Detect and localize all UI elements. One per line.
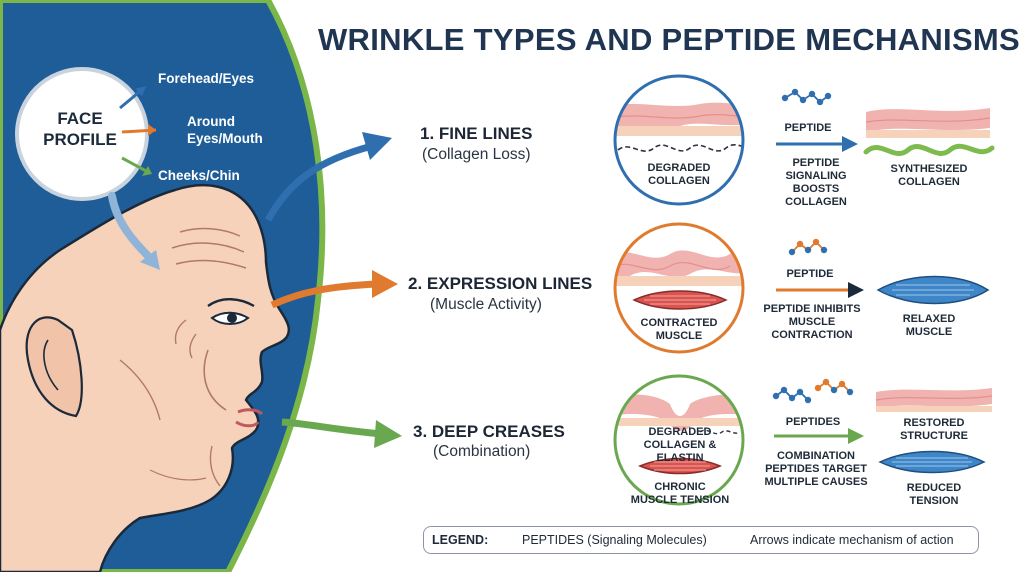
page-title: WRINKLE TYPES AND PEPTIDE MECHANISMS bbox=[318, 22, 1021, 57]
face-profile-bubble bbox=[15, 67, 149, 201]
fine-lines-agent-label: PEPTIDE bbox=[784, 122, 832, 134]
deep-creases-after-caption-bottom: REDUCED TENSION bbox=[906, 482, 962, 507]
fine-lines-pointer-arrow bbox=[264, 142, 373, 222]
fine-lines-title: 1. FINE LINES bbox=[420, 124, 533, 143]
fine-lines-cause: (Collagen Loss) bbox=[422, 146, 531, 163]
legend-peptides-text: PEPTIDES (Signaling Molecules) bbox=[522, 533, 707, 547]
region-cheeks-chin: Cheeks/Chin bbox=[158, 168, 240, 183]
expression-lines-agent-label: PEPTIDE bbox=[786, 268, 834, 280]
expression-lines-mechanism: PEPTIDE INHIBITS MUSCLE CONTRACTION bbox=[763, 303, 861, 341]
legend-arrows-text: Arrows indicate mechanism of action bbox=[750, 533, 954, 547]
relaxed-muscle-illustration bbox=[876, 275, 990, 305]
expression-lines-title: 2. EXPRESSION LINES bbox=[408, 274, 593, 293]
fine-lines-before-caption: DEGRADED COLLAGEN bbox=[647, 162, 711, 187]
peptide-molecule-icon bbox=[772, 378, 854, 404]
expression-lines-before-circle bbox=[613, 222, 745, 354]
forehead-region-arrow bbox=[119, 86, 147, 110]
expression-lines-before-caption: CONTRACTED MUSCLE bbox=[640, 317, 718, 342]
deep-creases-after-caption-top: RESTORED STRUCTURE bbox=[900, 417, 968, 442]
legend-box bbox=[423, 526, 979, 554]
deep-creases-pointer-arrow bbox=[281, 418, 383, 438]
bubble-pointer-arrow bbox=[108, 192, 154, 262]
deep-creases-mechanism: COMBINATION PEPTIDES TARGET MULTIPLE CAU… bbox=[764, 450, 868, 488]
restored-structure-illustration bbox=[875, 388, 993, 412]
deep-creases-before-caption-bottom: CHRONIC MUSCLE TENSION bbox=[630, 481, 730, 506]
deep-creases-agent-label: PEPTIDES bbox=[785, 416, 841, 428]
expression-lines-cause: (Muscle Activity) bbox=[430, 296, 542, 313]
peptide-molecule-icon bbox=[781, 88, 832, 106]
expression-lines-after-caption: RELAXED MUSCLE bbox=[902, 313, 956, 338]
face-profile-label: FACE PROFILE bbox=[43, 109, 117, 149]
fine-lines-mechanism: PEPTIDE SIGNALING BOOSTS COLLAGEN bbox=[785, 157, 847, 208]
deep-creases-before-circle bbox=[613, 374, 745, 506]
legend-label: LEGEND: bbox=[432, 533, 489, 547]
peptide-molecule-icon bbox=[788, 238, 828, 256]
fine-lines-before-circle bbox=[613, 74, 745, 206]
fine-lines-after-caption: SYNTHESIZED COLLAGEN bbox=[890, 163, 968, 188]
region-forehead-eyes: Forehead/Eyes bbox=[158, 71, 255, 86]
reduced-tension-illustration bbox=[878, 450, 986, 474]
expression-lines-pointer-arrow bbox=[270, 280, 379, 309]
synthesized-collagen-illustration bbox=[863, 108, 995, 156]
region-around-eyes-mouth: Around Eyes/Mouth bbox=[187, 114, 263, 146]
deep-creases-before-caption-top: DEGRADED COLLAGEN & ELASTIN bbox=[643, 426, 717, 464]
deep-creases-cause: (Combination) bbox=[433, 443, 531, 460]
face-profile-illustration bbox=[0, 183, 291, 572]
deep-creases-title: 3. DEEP CREASES bbox=[413, 422, 565, 441]
cheeks-chin-region-arrow bbox=[121, 156, 149, 174]
